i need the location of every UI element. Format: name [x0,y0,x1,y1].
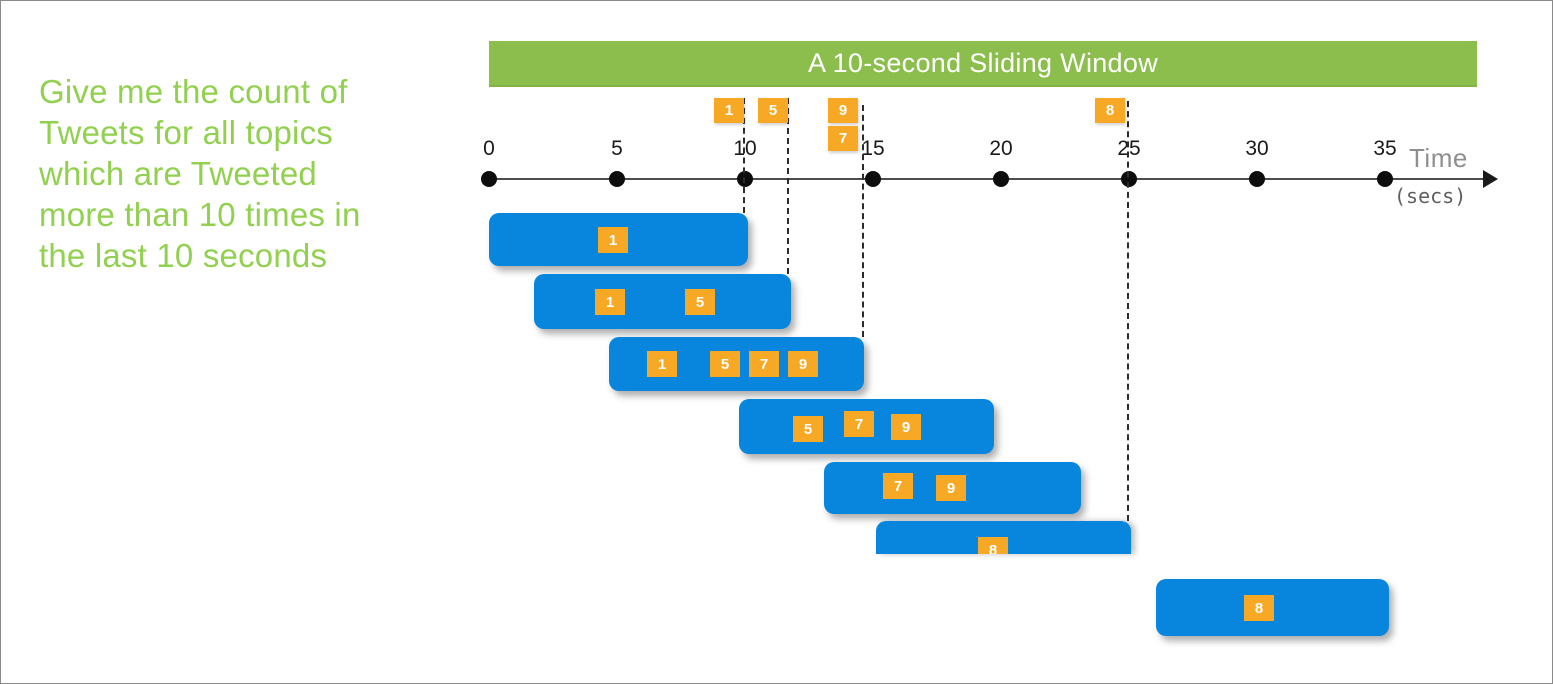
tweet-event-badge: 8 [1244,595,1274,621]
sliding-window-bar: 5 7 9 [739,399,994,454]
tick-label: 30 [1245,137,1269,160]
tick-label: 25 [1117,137,1141,160]
question-line: Give me the count of [39,73,348,110]
sliding-window-bar: 8 [1156,579,1389,636]
event-time-marker: 8 [1095,98,1125,123]
event-time-marker: 1 [714,98,744,123]
window-edge-dashed-line [743,98,745,213]
timeline-dot [609,171,625,187]
tweet-event-badge: 7 [749,351,779,377]
sliding-window-bar: 1 5 7 9 [609,337,864,391]
window-edge-dashed-line [862,105,864,337]
tick-label: 35 [1373,137,1397,160]
sliding-window-bar: 7 9 [824,462,1081,514]
tweet-event-badge: 1 [598,227,628,253]
sliding-window-bar: 1 5 [534,274,791,329]
tweet-event-badge: 9 [788,351,818,377]
tick-label: 5 [611,137,623,160]
timeline-dot [1121,171,1137,187]
tweet-event-badge: 1 [595,289,625,315]
tweet-event-badge: 1 [647,351,677,377]
window-edge-dashed-line [1127,101,1129,521]
tick-label: 0 [483,137,495,160]
tweet-event-badge: 9 [936,475,966,501]
timeline-dot [481,171,497,187]
sliding-window-bar: 1 [489,213,748,266]
timeline-axis [488,178,1485,180]
timeline-dot [993,171,1009,187]
tweet-event-badge: 7 [844,411,874,437]
banner-title: A 10-second Sliding Window [808,47,1158,78]
tweet-event-badge: 5 [793,416,823,442]
tick-label: 10 [733,137,757,160]
sliding-window-banner: A 10-second Sliding Window [489,41,1477,87]
tick-label: 15 [861,137,885,160]
tweet-event-badge: 7 [883,473,913,499]
tweet-event-badge: 8 [978,537,1008,554]
question-line: Tweets for all topics [39,114,333,151]
tweet-event-badge: 9 [891,414,921,440]
timeline-dot [865,171,881,187]
time-unit-sub-label: (secs) [1394,184,1467,208]
event-time-marker: 5 [758,98,788,123]
event-time-marker: 7 [828,126,858,151]
time-unit-label: Time [1409,143,1468,173]
tweet-event-badge: 5 [685,289,715,315]
question-line: the last 10 seconds [39,237,328,274]
timeline-dot [1249,171,1265,187]
timeline-dot [1377,171,1393,187]
timeline-dot [737,171,753,187]
event-time-marker: 9 [828,98,858,123]
window-edge-dashed-line [787,98,789,274]
axis-arrow-icon [1483,170,1498,188]
tweet-event-badge: 5 [710,351,740,377]
question-text: Give me the count of Tweets for all topi… [39,71,459,276]
question-line: more than 10 times in [39,196,361,233]
question-line: which are Tweeted [39,155,317,192]
tick-label: 20 [989,137,1013,160]
sliding-window-bar: 8 [876,521,1131,554]
